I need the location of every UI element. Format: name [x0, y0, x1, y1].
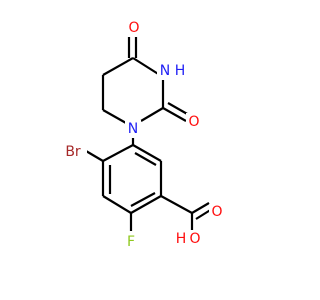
c-o-double-bond: [191, 202, 210, 214]
urea-oxygen-atom: O: [186, 113, 202, 131]
atom-labels: Br F N N H O O O O H: [59, 19, 225, 251]
c-br-bond: [85, 150, 104, 162]
hydroxyl-hydrogen-label: H: [176, 231, 187, 247]
fluorine-label: F: [127, 234, 135, 250]
imide-nh-atom: N H: [157, 62, 187, 80]
carboxyl-oxygen-label: O: [211, 204, 222, 220]
n1-c2-bond: [140, 107, 164, 122]
bromine-label: Br: [65, 144, 81, 160]
urea-oxygen-label: O: [188, 114, 199, 130]
bonds: [85, 36, 213, 231]
molecule-structure: Br F N N H O O O O H: [59, 19, 225, 251]
urea-c-o-double-bond: [162, 107, 187, 122]
c4-c5-bond: [102, 57, 134, 76]
ring-bond: [102, 195, 132, 214]
ring-nitrogen-atom: N: [125, 120, 141, 138]
bromine-atom: Br: [59, 143, 87, 161]
imide-nitrogen-label: N: [160, 63, 170, 79]
hydroxyl-oxygen-label: O: [189, 231, 200, 247]
carboxyl-oxygen-atom: O: [209, 204, 225, 222]
hydroxyl-atom: O H: [174, 230, 204, 248]
ring-bond: [130, 195, 162, 214]
c-cooh-bond: [160, 195, 193, 214]
fluorine-atom: F: [123, 233, 139, 251]
ring-double-bond: [134, 152, 157, 166]
ring-bond: [132, 144, 162, 162]
amide-oxygen-label: O: [128, 20, 139, 36]
ring-nitrogen-label: N: [128, 121, 138, 137]
ring-bond: [102, 144, 134, 162]
urea-c-o-double-bond: [167, 102, 190, 116]
c6-n1-bond: [102, 109, 127, 124]
imide-hydrogen-label: H: [175, 63, 186, 79]
ring-double-bond: [130, 192, 156, 207]
amide-oxygen-atom: O: [124, 19, 144, 37]
